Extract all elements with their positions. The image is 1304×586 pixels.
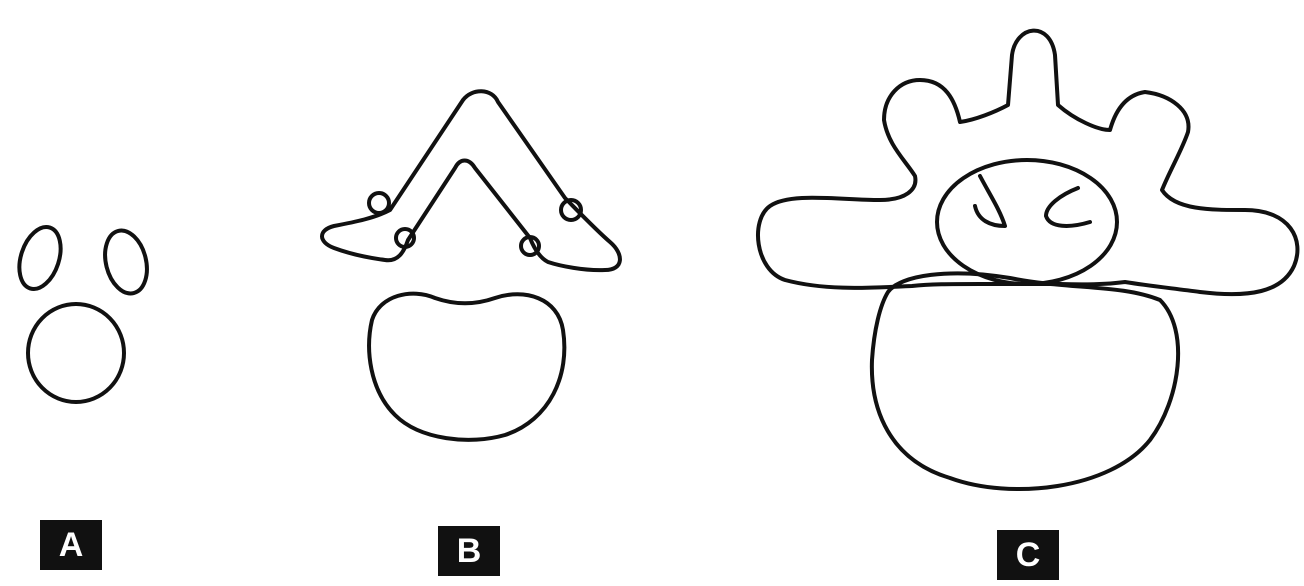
panel-b-node-upper-left xyxy=(369,193,389,213)
panel-a-left-center xyxy=(12,222,68,295)
panel-a-drawing xyxy=(12,222,153,402)
panel-c-vertebral-body xyxy=(872,273,1178,489)
panel-b-neural-arch xyxy=(322,91,620,270)
panel-b-vertebral-body xyxy=(369,294,564,440)
panel-c-drawing xyxy=(758,31,1297,489)
panel-b-label: B xyxy=(438,526,500,576)
panel-a-right-center xyxy=(99,226,153,298)
panel-c-right-pedicle-notch xyxy=(1046,188,1090,226)
panel-c-left-pedicle-notch xyxy=(975,176,1005,226)
panel-a-label: A xyxy=(40,520,102,570)
panel-a-body-center xyxy=(28,304,124,402)
panel-b-drawing xyxy=(322,91,620,440)
panel-c-label: C xyxy=(997,530,1059,580)
panel-c-arch-left-processes xyxy=(758,31,1297,295)
